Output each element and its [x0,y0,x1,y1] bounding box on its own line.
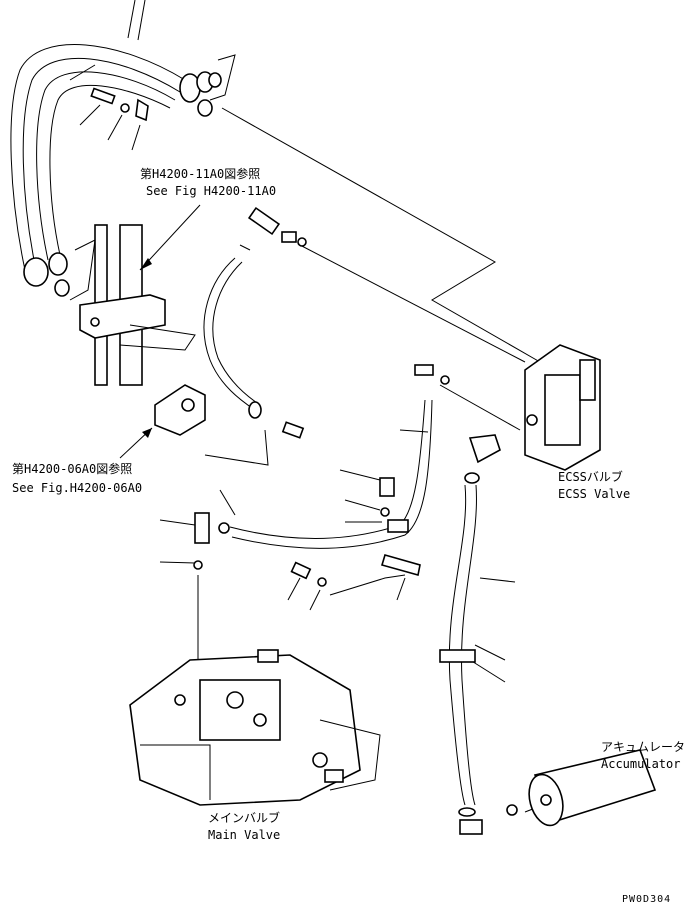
main-valve [129,649,381,806]
bracket-assembly [79,204,201,386]
leader-lines [197,107,601,813]
accumulator-label-jp: アキュムレータ [601,740,686,754]
drawing-code: PW0D304 [622,894,672,905]
accumulator-label-en: Accumulator [601,757,681,771]
main-valve-label-en: Main Valve [208,828,281,842]
top-fittings [69,54,236,151]
main-valve-label-jp: メインバルブ [208,811,281,825]
ref2-label-en: See Fig.H4200-06A0 [12,481,143,495]
lower-mid-hose [159,364,450,611]
accumulator-hose [439,434,518,835]
ecss-valve [524,344,601,471]
ref1-label-en: See Fig H4200-11A0 [146,184,277,198]
ecss-label-jp: ECSSバルブ [558,470,623,484]
ref1-label-jp: 第H4200-11A0図参照 [140,167,261,181]
flange-block [119,384,206,459]
upper-hose-bundle [10,0,186,271]
middle-hose [203,206,307,439]
left-fittings [23,239,96,301]
ref2-label-jp: 第H4200-06A0図参照 [12,462,133,476]
ecss-label-en: ECSS Valve [558,487,631,501]
accumulator [528,749,657,827]
